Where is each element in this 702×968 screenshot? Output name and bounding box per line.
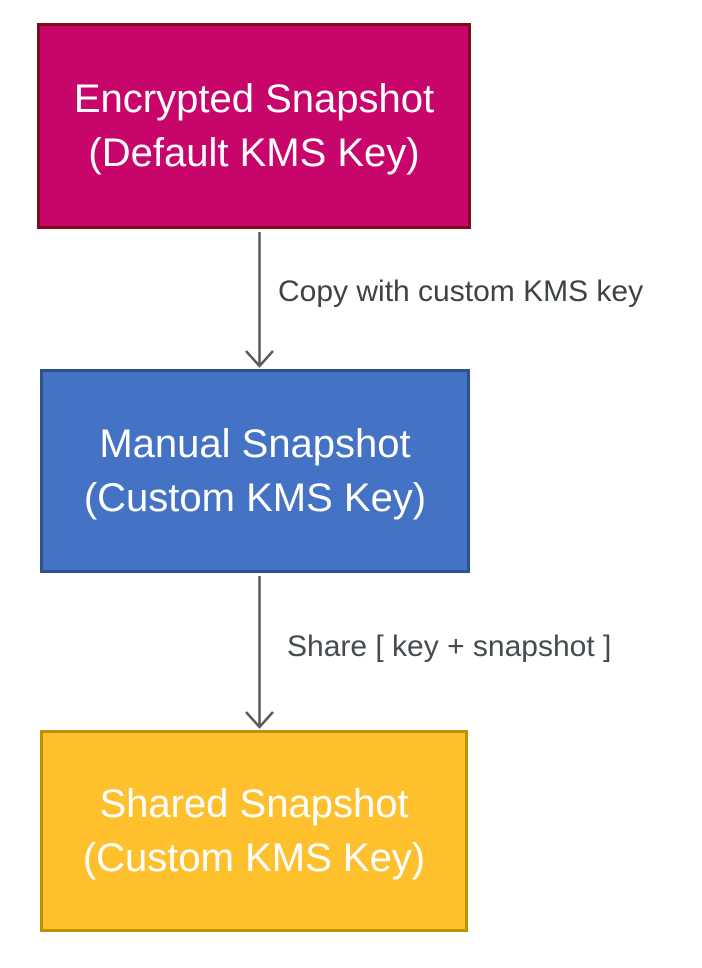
node-title: Manual Snapshot	[99, 422, 411, 466]
arrow-down-icon-share	[245, 576, 274, 729]
edge-label-copy: Copy with custom KMS key	[278, 275, 644, 308]
node-subtitle: (Custom KMS Key)	[82, 836, 426, 880]
arrow-down-icon-copy	[245, 232, 274, 368]
node-title: Encrypted Snapshot	[73, 77, 435, 121]
node-encrypted-snapshot: Encrypted Snapshot (Default KMS Key)	[37, 23, 471, 229]
node-shared-snapshot: Shared Snapshot (Custom KMS Key)	[40, 730, 468, 932]
node-subtitle: (Custom KMS Key)	[83, 476, 427, 520]
node-title: Shared Snapshot	[99, 782, 409, 826]
node-manual-snapshot: Manual Snapshot (Custom KMS Key)	[40, 369, 470, 573]
edge-label-share: Share [ key + snapshot ]	[287, 630, 612, 663]
node-subtitle: (Default KMS Key)	[88, 131, 420, 175]
